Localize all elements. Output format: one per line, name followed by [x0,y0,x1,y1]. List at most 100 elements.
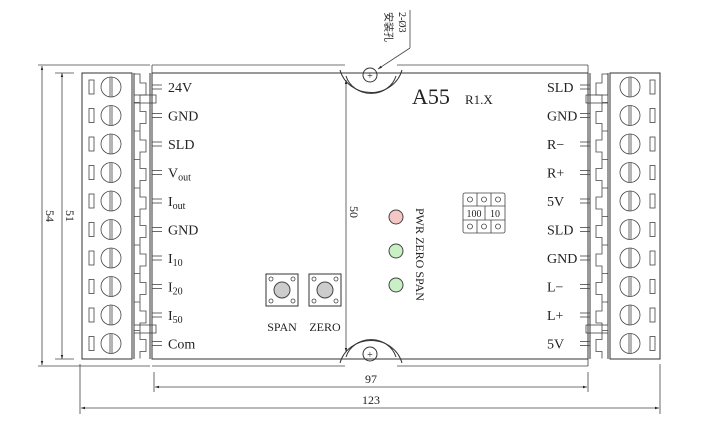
wire-slot-icon [649,336,656,351]
screw-icon [619,304,641,326]
screw-icon [100,105,122,126]
dim-outer-width-label: 123 [362,393,380,407]
wire-slot-icon [88,136,95,152]
screw-icon [100,190,122,212]
screw-icon [619,190,641,212]
left-terminal-label: Iout [168,195,186,212]
screw-icon [100,162,122,183]
right-terminal-2: R− [547,130,656,159]
wire-slot-icon [88,79,95,95]
wire-slot-icon [649,79,656,95]
right-terminal-8: L+ [547,301,656,330]
right-terminal-5: SLD [547,216,656,245]
screw-icon [619,76,641,98]
model-name: A55 [412,84,450,109]
screw-icon [100,219,122,240]
left-terminal-4: Iout [88,187,186,216]
left-terminal-label: Vout [168,167,191,184]
left-terminal-label: I10 [168,252,183,269]
jumper-label-100: 100 [467,209,482,220]
wire-slot-icon [649,279,656,294]
svg-text:+: + [367,350,373,361]
zero-button[interactable]: ZERO [308,273,342,334]
mounting-hole-top: + [339,67,403,94]
screw-icon [619,276,641,297]
screw-icon [100,304,122,326]
screw-icon [619,219,641,240]
right-terminal-label: SLD [547,81,573,96]
led-zero-icon [388,243,404,259]
left-terminal-7: I20 [88,273,183,302]
left-terminal-label: SLD [168,138,194,153]
screw-icon [100,247,122,269]
right-terminal-4: 5V [547,187,656,216]
svg-text:+: + [367,71,373,82]
left-terminal-1: GND [88,102,198,131]
left-terminal-5: GND [88,216,198,245]
wire-slot-icon [88,193,95,209]
left-terminal-6: I10 [88,244,183,273]
dim-inner-height-label: 51 [63,210,77,222]
screw-icon [619,133,641,155]
left-terminal-label: 24V [168,81,192,96]
screw-icon [619,333,641,354]
right-terminal-label: 5V [547,195,564,210]
right-terminal-0: SLD [547,73,656,102]
right-terminal-3: R+ [547,159,656,188]
dim-hole-spacing-label: 50 [347,206,361,218]
screw-icon [100,76,122,98]
screw-icon [100,276,122,297]
jumper-label-10: 10 [490,209,500,220]
wire-slot-icon [649,307,656,323]
right-terminal-1: GND [547,102,656,131]
screw-icon [619,162,641,183]
wire-slot-icon [649,250,656,266]
left-terminal-0: 24V [88,73,192,102]
wire-slot-icon [649,193,656,209]
left-terminal-label: GND [168,110,198,125]
right-terminal-block [609,72,661,360]
wire-slot-icon [649,165,656,180]
dim-outer-height-label: 54 [43,210,57,222]
screw-icon [100,133,122,155]
wire-slot-icon [88,222,95,237]
left-terminal-9: Com [88,330,195,359]
left-terminal-label: I20 [168,281,183,298]
wire-slot-icon [649,136,656,152]
left-terminal-label: Com [168,338,195,353]
left-terminal-8: I50 [88,301,183,330]
right-terminal-label: SLD [547,224,573,239]
right-terminal-6: GND [547,244,656,273]
revision-label: R1.X [465,92,493,107]
mounting-hole-bottom: + [339,339,403,364]
led-span-icon [388,277,404,293]
left-terminal-label: I50 [168,309,183,326]
right-terminal-label: R− [547,138,564,153]
right-terminal-label: L+ [547,309,564,324]
hole-note: 安装孔 [382,12,395,42]
right-terminal-9: 5V [547,330,656,359]
right-terminal-label: R+ [547,167,564,182]
wire-slot-icon [649,222,656,237]
wire-slot-icon [88,108,95,123]
left-terminal-label: GND [168,224,198,239]
wire-slot-icon [88,250,95,266]
screw-icon [100,333,122,354]
span-button[interactable]: SPAN [265,273,299,334]
jumper-block: 100 10 [462,192,506,234]
module-body [151,72,589,360]
left-terminal-block [81,72,133,360]
wire-slot-icon [649,108,656,123]
right-terminal-7: L− [547,273,656,302]
button-label: ZERO [309,320,341,334]
left-terminal-3: Vout [88,159,191,188]
wire-slot-icon [88,307,95,323]
screw-icon [619,105,641,126]
right-terminal-label: GND [547,110,577,125]
led-pwr-icon [388,209,404,225]
right-terminal-label: L− [547,281,564,296]
screw-icon [619,247,641,269]
button-label: SPAN [267,320,297,334]
wire-slot-icon [88,165,95,180]
wire-slot-icon [88,279,95,294]
